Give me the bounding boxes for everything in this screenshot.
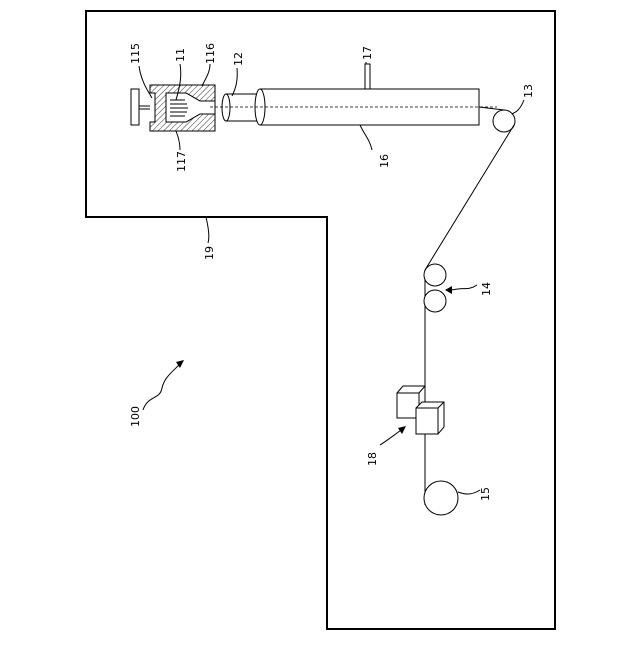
leader-100 <box>143 364 180 410</box>
label-13: 13 <box>522 84 535 98</box>
label-100: 100 <box>129 406 142 427</box>
label-16: 16 <box>378 154 391 168</box>
label-18: 18 <box>366 452 379 466</box>
cutter-block-2 <box>416 402 444 434</box>
label-12: 12 <box>232 52 245 66</box>
roller-pair-upper <box>424 264 446 286</box>
leader-16 <box>360 125 372 150</box>
label-15: 15 <box>479 487 492 501</box>
inlet-port <box>365 64 370 89</box>
leader-12 <box>232 68 237 96</box>
leader-15 <box>458 490 480 494</box>
leader-13 <box>512 100 524 114</box>
label-14: 14 <box>480 282 493 296</box>
plunger <box>131 89 150 125</box>
label-117: 117 <box>175 151 188 172</box>
label-116: 116 <box>204 43 217 64</box>
label-11: 11 <box>174 48 187 62</box>
leader-19 <box>206 217 209 243</box>
winder-roll <box>424 481 458 515</box>
label-115: 115 <box>129 43 142 64</box>
arrow-14 <box>445 286 452 294</box>
leader-116 <box>202 64 210 86</box>
arrow-18 <box>398 426 406 434</box>
label-19: 19 <box>203 246 216 260</box>
roller-pair-lower <box>424 290 446 312</box>
label-17: 17 <box>361 46 374 60</box>
nozzle-housing <box>150 85 215 131</box>
leader-117 <box>176 131 180 150</box>
